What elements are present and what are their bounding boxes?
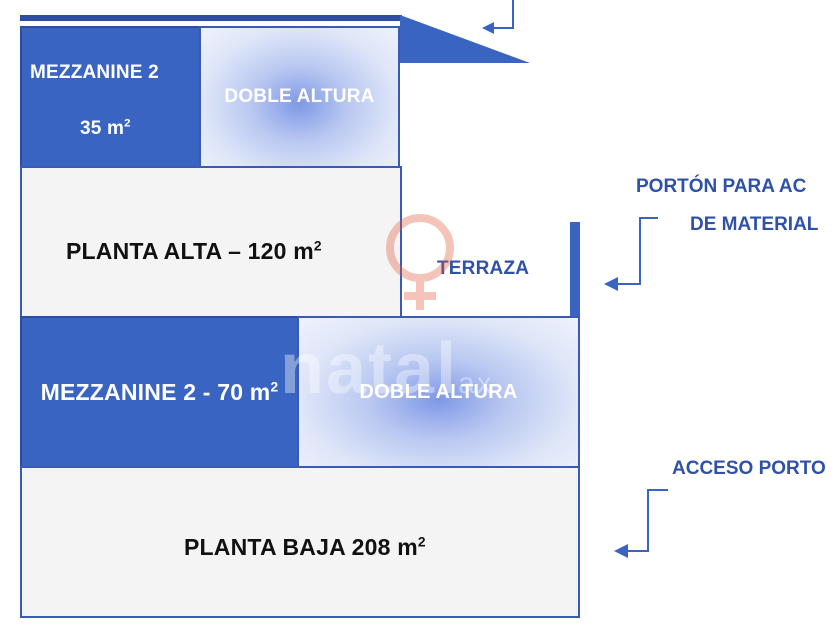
watermark-text: natalax <box>280 329 494 409</box>
planta-baja-label: PLANTA BAJA 208 m2 <box>184 534 426 560</box>
terraza-label: TERRAZA <box>437 258 530 279</box>
acceso-arrow-icon <box>614 544 628 558</box>
double-height-top: DOBLE ALTURA <box>199 26 400 168</box>
callout-arrows <box>604 217 668 558</box>
double-height-low: DOBLE ALTURA <box>297 316 580 468</box>
planta-baja: PLANTA BAJA 208 m2 <box>20 466 580 618</box>
porton-label-line2: DE MATERIAL <box>690 214 819 235</box>
planta-alta-label: PLANTA ALTA – 120 m2 <box>66 238 322 264</box>
porton-arrow-line <box>610 217 658 285</box>
porton-label-line1: PORTÓN PARA AC <box>636 176 807 197</box>
mezzanine-low-label: MEZZANINE 2 - 70 m2 <box>40 378 279 405</box>
mezzanine-top: MEZZANINE 2 35 m2 <box>20 26 201 168</box>
planta-alta: PLANTA ALTA – 120 m2 <box>20 166 402 318</box>
roof-structure <box>20 0 530 63</box>
mezzanine-low: MEZZANINE 2 - 70 m2 <box>20 316 299 468</box>
double-height-top-label: DOBLE ALTURA <box>224 86 375 107</box>
porton-arrow-icon <box>604 277 618 291</box>
acceso-label: ACCESO PORTO <box>672 458 826 479</box>
mezzanine-top-name: MEZZANINE 2 <box>30 62 159 83</box>
double-height-low-label: DOBLE ALTURA <box>359 380 518 403</box>
mezzanine-top-area: 35 m2 <box>80 117 131 139</box>
watermark-logo <box>380 210 460 315</box>
watermark-symbol-icon <box>386 214 454 310</box>
acceso-arrow-line <box>622 489 668 552</box>
terraza-railing <box>570 222 580 318</box>
